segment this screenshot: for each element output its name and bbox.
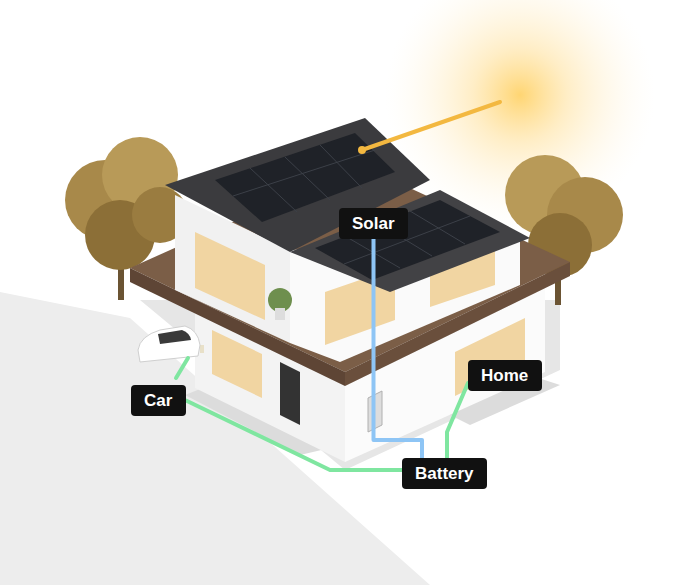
label-tag: Battery: [402, 458, 487, 489]
label-tag: Car: [131, 385, 186, 416]
car-body: [138, 326, 200, 362]
label-tag: Home: [468, 360, 542, 391]
car-window: [158, 330, 191, 344]
power-line: [374, 239, 423, 458]
power-line: [447, 383, 468, 458]
wall-lamp: [200, 345, 204, 353]
window: [195, 232, 265, 320]
roof: [290, 190, 530, 292]
sun-ray-end: [358, 146, 366, 154]
label-text: Car: [144, 391, 173, 410]
solar-panel: [315, 200, 500, 280]
label-text: Home: [481, 366, 529, 385]
sun-ray: [362, 102, 500, 150]
panel-grid: [233, 145, 375, 212]
label-text: Solar: [352, 214, 395, 233]
plant-pot: [275, 308, 285, 320]
door: [280, 362, 300, 425]
label-text: Battery: [415, 464, 474, 483]
car-wire: [176, 358, 188, 378]
label-tag: Solar: [339, 208, 408, 239]
power-line: [186, 401, 402, 471]
car: [138, 326, 200, 362]
upper-floor: [165, 118, 530, 362]
